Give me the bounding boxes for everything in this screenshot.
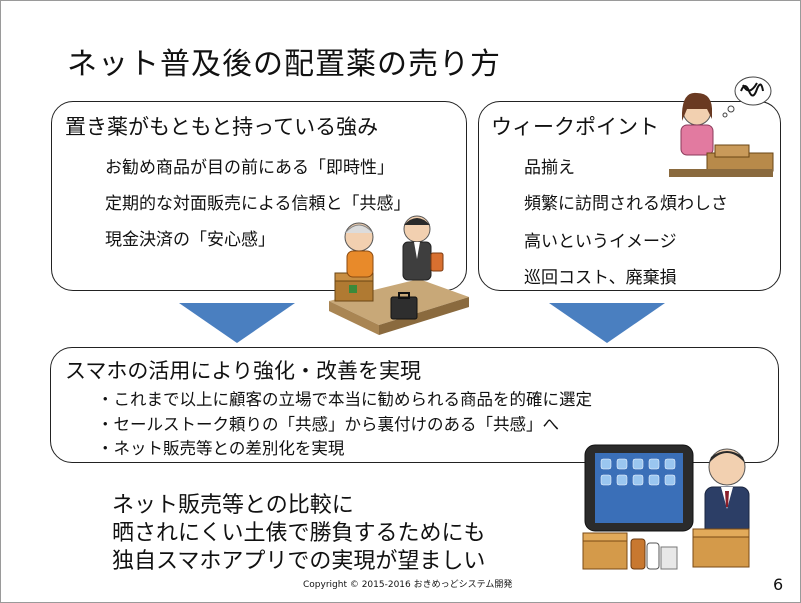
weakpoints-heading: ウィークポイント [491, 115, 659, 139]
copyright-text: Copyright © 2015-2016 おきめっどシステム開発 [303, 580, 513, 590]
strength-item: 現金決済の「安心感」 [105, 230, 275, 250]
down-arrow-icon [179, 303, 295, 343]
strength-item: お勧め商品が目の前にある「即時性」 [105, 158, 394, 178]
closing-line: ネット販売等との比較に [112, 493, 354, 518]
weakpoints-box [478, 101, 781, 291]
weakpoint-item: 高いというイメージ [524, 232, 677, 252]
worried-customer-illustration [669, 76, 774, 177]
weakpoint-item: 品揃え [524, 158, 575, 178]
improve-heading: スマホの活用により強化・改善を実現 [65, 359, 421, 383]
closing-line: 晒されにくい土俵で勝負するためにも [112, 521, 486, 546]
improve-item: ・これまで以上に顧客の立場で本当に勧められる商品を的確に選定 [97, 390, 592, 409]
slide-title: ネット普及後の配置薬の売り方 [67, 47, 501, 82]
weakpoint-item: 巡回コスト、廃棄損 [524, 268, 677, 288]
strength-item: 定期的な対面販売による信頼と「共感」 [105, 194, 411, 214]
improve-item: ・セールストーク頼りの「共感」から裏付けのある「共感」へ [97, 415, 559, 434]
page-number: 6 [773, 575, 784, 594]
closing-line: 独自スマホアプリでの実現が望ましい [112, 549, 486, 574]
strengths-heading: 置き薬がもともと持っている強み [65, 115, 379, 139]
sales-visit-illustration [329, 215, 469, 335]
tablet-app-illustration [582, 444, 750, 570]
weakpoint-item: 頻繁に訪問される煩わしさ [524, 194, 728, 214]
strengths-box [51, 101, 467, 291]
down-arrow-icon [549, 303, 665, 343]
improve-item: ・ネット販売等との差別化を実現 [97, 439, 345, 458]
improve-box [50, 347, 779, 463]
